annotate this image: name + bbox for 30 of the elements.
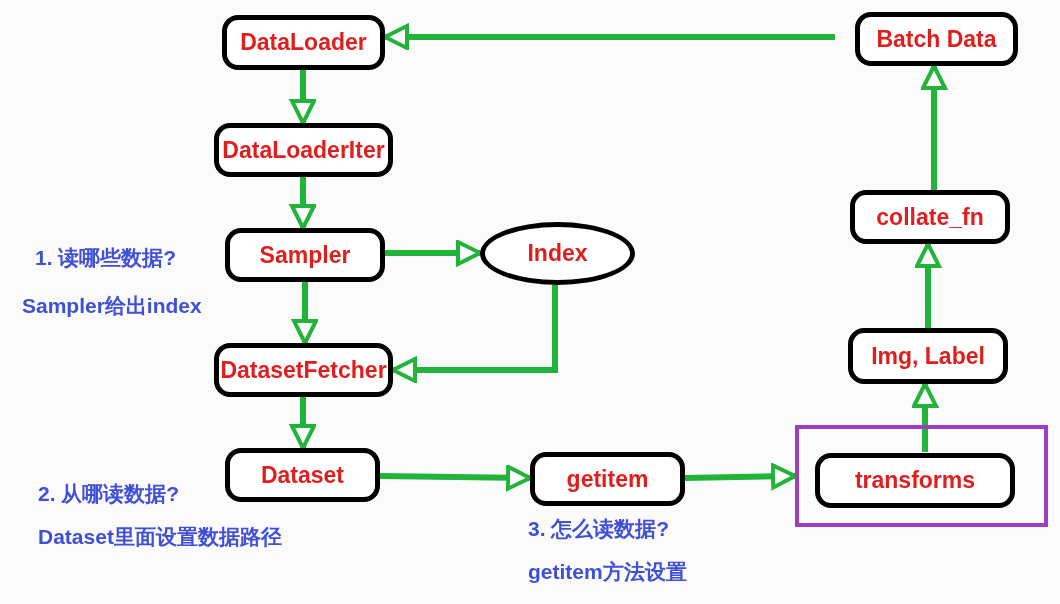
process-box: collate_fn: [850, 190, 1010, 244]
note-text: Sampler给出index: [22, 293, 202, 319]
process-box: Img, Label: [848, 328, 1008, 384]
process-box: DataLoaderIter: [214, 123, 393, 177]
process-box: getitem: [530, 452, 685, 506]
note-text: 2. 从哪读数据?: [38, 481, 180, 507]
arrow: [385, 240, 482, 266]
process-box: DataLoader: [222, 15, 385, 70]
arrow: [912, 382, 938, 452]
process-box: Dataset: [225, 448, 380, 502]
note-text: 3. 怎么读数据?: [528, 516, 670, 542]
process-box: transforms: [815, 453, 1015, 508]
arrow: [290, 70, 316, 125]
process-box: Sampler: [225, 228, 385, 282]
process-box: Batch Data: [855, 12, 1018, 66]
process-box: DatasetFetcher: [214, 343, 393, 397]
arrow: [921, 64, 947, 190]
arrow: [391, 285, 558, 383]
arrow: [684, 463, 797, 490]
arrow: [383, 24, 835, 50]
note-text: getitem方法设置: [528, 559, 687, 585]
arrow: [292, 282, 318, 345]
note-text: Dataset里面设置数据路径: [38, 524, 282, 550]
arrow: [915, 242, 941, 328]
highlight-frame: [795, 425, 1048, 527]
note-text: 1. 读哪些数据?: [35, 245, 177, 271]
arrow: [379, 464, 532, 491]
arrow: [290, 397, 316, 450]
process-ellipse: Index: [480, 222, 635, 285]
arrow: [290, 177, 316, 230]
